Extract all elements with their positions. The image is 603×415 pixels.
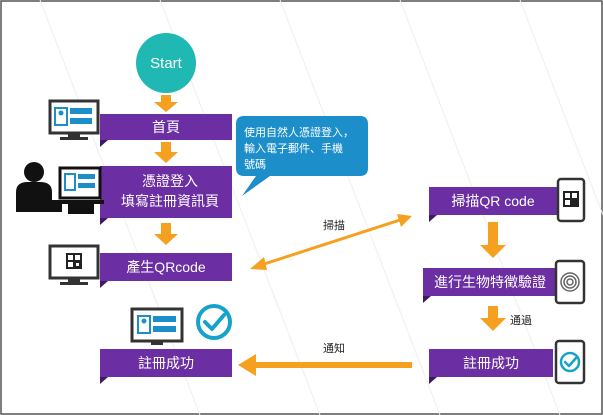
callout-line1: 使用自然人憑證登入， bbox=[244, 125, 354, 139]
mobile-bio-step-label: 進行生物特徵驗證 bbox=[434, 274, 546, 290]
home-step-label: 首頁 bbox=[152, 119, 180, 135]
arrow-login-qr bbox=[154, 223, 178, 245]
login-step-box bbox=[100, 166, 232, 218]
web-success-step-box bbox=[100, 349, 232, 377]
notify-arrow bbox=[238, 354, 412, 376]
person-at-computer-icon bbox=[16, 162, 104, 214]
monitor-qr-icon bbox=[48, 244, 100, 285]
notify-arrow-label: 通知 bbox=[323, 341, 345, 355]
left-down-arrows bbox=[154, 95, 178, 245]
mobile-success-step-box bbox=[429, 349, 553, 377]
callout-line3: 號碼 bbox=[244, 158, 266, 171]
login-step-line1: 憑證登入 bbox=[142, 173, 198, 189]
callout-bubble bbox=[236, 116, 368, 196]
monitor-profile-icon bbox=[48, 99, 100, 140]
generate-qr-step-label: 產生QRcode bbox=[126, 259, 206, 275]
home-step-box bbox=[100, 114, 232, 140]
monitor-success-icon bbox=[130, 307, 184, 345]
phone-qr-icon bbox=[556, 177, 586, 223]
start-label: Start bbox=[150, 55, 183, 72]
web-success-step-label: 註冊成功 bbox=[138, 355, 194, 371]
login-step-line2: 填寫註冊資訊頁 bbox=[121, 193, 219, 209]
phone-fingerprint-icon bbox=[554, 259, 586, 305]
check-circle-icon bbox=[196, 304, 232, 340]
arrow-bio-success bbox=[480, 306, 506, 331]
mobile-scan-step-box bbox=[429, 187, 557, 215]
phone-check-icon bbox=[554, 339, 586, 385]
scan-arrow-label: 掃描 bbox=[323, 218, 345, 232]
pass-arrow-label: 通過 bbox=[510, 314, 532, 327]
start-node bbox=[136, 33, 196, 93]
mobile-scan-step-label: 掃描QR code bbox=[451, 193, 534, 209]
arrow-home-login bbox=[154, 142, 178, 163]
generate-qr-step-box bbox=[100, 253, 232, 281]
mobile-bio-step-box bbox=[423, 268, 557, 296]
mobile-success-step-label: 註冊成功 bbox=[463, 355, 519, 371]
arrow-scan-bio bbox=[480, 222, 506, 258]
scan-double-arrow bbox=[250, 214, 412, 270]
callout-line2: 輸入電子郵件、手機 bbox=[244, 141, 343, 155]
arrow-start-home bbox=[154, 95, 178, 112]
